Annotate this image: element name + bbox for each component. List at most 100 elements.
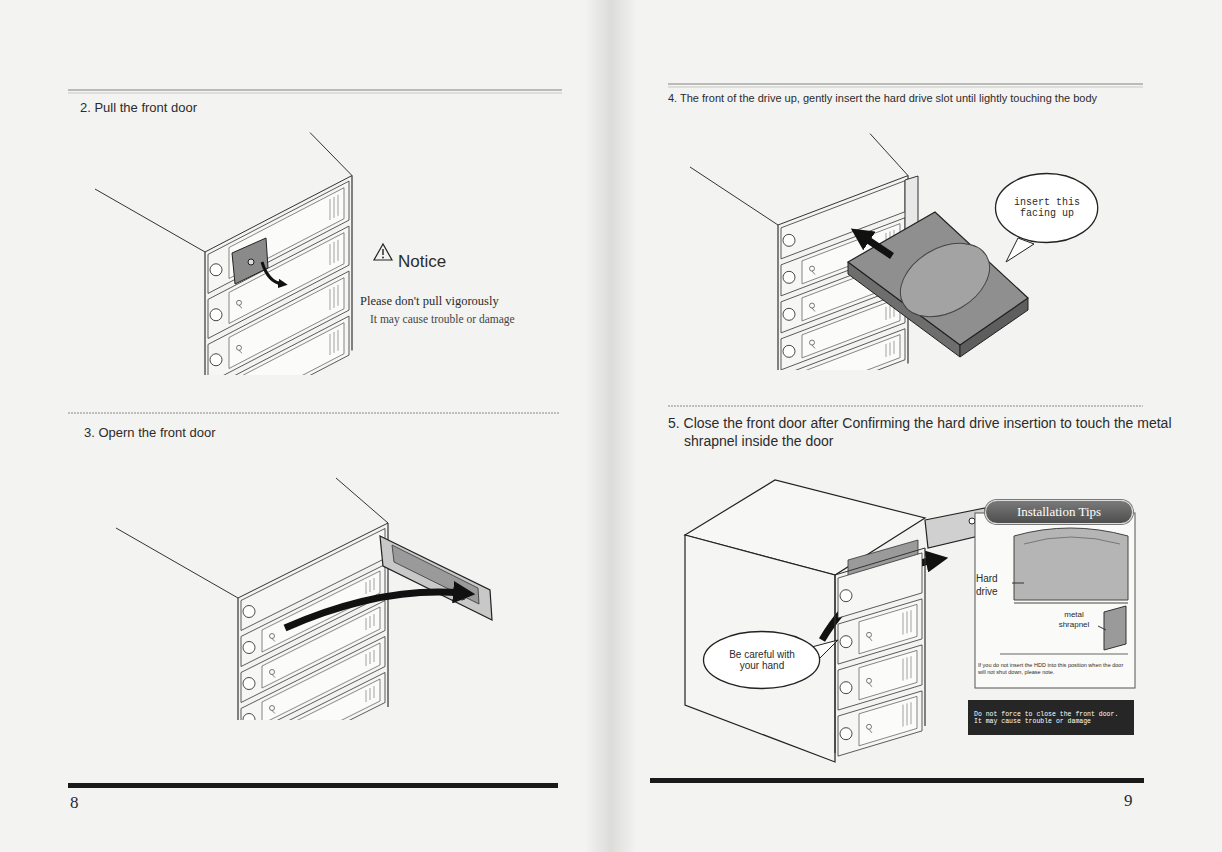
door-lock xyxy=(812,345,815,348)
door-pull-figure xyxy=(232,238,282,284)
door-vent xyxy=(907,611,908,633)
door-vent xyxy=(370,616,371,628)
page-gutter xyxy=(585,0,637,852)
door-vent xyxy=(911,656,912,678)
door-lock xyxy=(270,670,275,675)
door-vent xyxy=(903,659,904,681)
power-button xyxy=(243,714,255,721)
door-lock xyxy=(810,340,815,345)
door-vent xyxy=(366,690,367,702)
door-lock xyxy=(237,345,242,350)
door-vent xyxy=(374,614,375,626)
door-lock xyxy=(812,271,815,274)
hard-drive xyxy=(848,212,1028,345)
door-lock xyxy=(272,639,275,642)
power-button xyxy=(783,271,795,283)
node-text: Be careful with your hand xyxy=(722,649,802,671)
outline-line xyxy=(310,133,352,176)
door-vent xyxy=(903,705,904,727)
door-lock xyxy=(272,711,275,714)
door-edge xyxy=(1014,603,1128,604)
step-heading: 2. Pull the front door xyxy=(80,100,197,116)
footer-bar xyxy=(68,783,558,788)
bay-door xyxy=(229,323,344,375)
section-rule xyxy=(668,406,1143,407)
door-lock xyxy=(867,678,872,683)
door-lock xyxy=(867,724,872,729)
bubble-shape xyxy=(996,174,1098,243)
drive-enclosure xyxy=(116,478,388,720)
section-rule xyxy=(68,413,560,414)
door-vent xyxy=(374,578,375,590)
open-door xyxy=(380,536,492,620)
outline-line xyxy=(777,225,778,370)
callout-bubble: insert this facing up xyxy=(994,172,1099,244)
door-vent xyxy=(330,244,331,265)
outline-line xyxy=(95,189,205,252)
bay-door xyxy=(859,696,917,745)
power-button xyxy=(783,234,795,246)
power-button xyxy=(210,309,222,321)
node-text: Do not force to close the front door. It… xyxy=(974,711,1126,725)
door-vent xyxy=(338,285,339,306)
power-button xyxy=(840,682,852,694)
page-number: 9 xyxy=(1124,790,1133,811)
warning-triangle xyxy=(374,244,392,260)
power-button xyxy=(840,590,852,602)
door-lock xyxy=(270,634,275,639)
warning-mark xyxy=(382,257,384,259)
door-lock xyxy=(810,303,815,308)
door-lock xyxy=(869,637,872,641)
door-vent xyxy=(334,287,335,308)
bay-door xyxy=(802,335,900,370)
open-arrow xyxy=(285,592,462,628)
door-lock xyxy=(239,350,242,353)
metal-shrapnel xyxy=(1104,606,1126,650)
enclosure-side xyxy=(685,535,835,762)
outline-line xyxy=(237,598,238,720)
door-vent xyxy=(370,688,371,700)
power-button xyxy=(243,642,255,654)
door-vent xyxy=(886,307,887,320)
inset-box xyxy=(975,513,1135,688)
step-heading: 4. The front of the drive up, gently ins… xyxy=(668,92,1097,106)
drive-bay xyxy=(781,329,905,370)
leader-line xyxy=(1098,626,1106,630)
bay-door xyxy=(859,604,917,653)
door-vent xyxy=(366,582,367,594)
drive-enclosure xyxy=(835,548,925,756)
power-button xyxy=(840,636,852,648)
door-open-figure xyxy=(285,536,492,628)
door-vent xyxy=(374,650,375,662)
door-vent xyxy=(374,686,375,698)
door-lock xyxy=(869,729,872,733)
part-label: metal shrapnel xyxy=(1052,610,1096,630)
door-vent xyxy=(330,199,331,220)
power-button xyxy=(210,264,222,276)
notice-heading: Notice xyxy=(398,251,446,272)
door-vent xyxy=(334,197,335,218)
door-lock xyxy=(969,518,975,524)
power-button xyxy=(243,678,255,690)
warning-mark xyxy=(382,249,383,255)
drive-enclosure xyxy=(95,133,352,375)
drive-bay xyxy=(838,691,922,756)
door-vent xyxy=(366,618,367,630)
notice-text: It may cause trouble or damage xyxy=(370,312,515,326)
callout-bubble: Be careful with your hand xyxy=(702,630,821,690)
door-lock xyxy=(239,305,242,308)
door-lock xyxy=(270,706,275,711)
outline-line xyxy=(351,176,352,351)
bubble-shape xyxy=(704,632,820,689)
header-rule xyxy=(68,90,562,91)
door-vent xyxy=(330,334,331,355)
outline-line xyxy=(336,478,388,523)
power-button xyxy=(840,728,852,740)
door-vent xyxy=(338,195,339,216)
footer-bar xyxy=(650,778,1144,783)
power-button xyxy=(210,354,222,366)
notice-text: Please don't pull vigorously xyxy=(360,294,499,310)
door-lock xyxy=(869,683,872,687)
header-rule xyxy=(668,84,1143,85)
header-rule xyxy=(668,87,1143,88)
